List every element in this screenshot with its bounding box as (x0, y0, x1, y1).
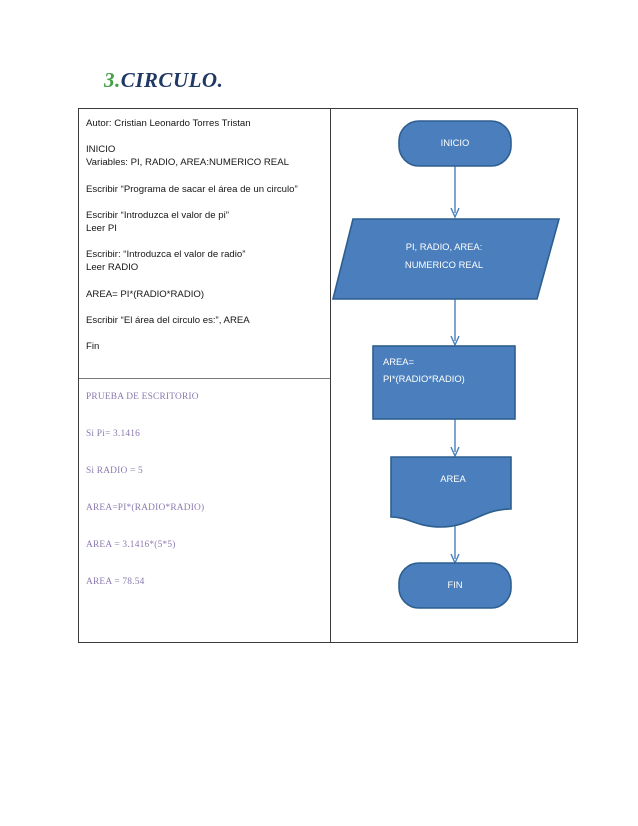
desk-check-heading: PRUEBA DE ESCRITORIO (86, 392, 199, 402)
pseudocode-line: Escribir “Introduzca el valor de pi” (86, 209, 229, 221)
flowchart-node-start[interactable]: INICIO (398, 120, 512, 167)
desk-check-line: Si Pi= 3.1416 (86, 429, 140, 439)
node-label-process-line2: PI*(RADIO*RADIO) (383, 373, 465, 384)
page-title: 3.CIRCULO. (104, 68, 223, 93)
content-table: Autor: Cristian Leonardo Torres Tristan … (78, 108, 578, 643)
terminator-shape-end (398, 562, 512, 609)
table-row-divider (79, 378, 330, 379)
pseudocode-spacer (86, 235, 324, 248)
pseudocode-cell: Autor: Cristian Leonardo Torres Tristan … (79, 109, 330, 378)
arrowhead-output (450, 446, 460, 458)
rectangle-shape-process (372, 345, 516, 420)
pseudocode-spacer (86, 196, 324, 209)
pseudocode-line: Autor: Cristian Leonardo Torres Tristan (86, 118, 251, 129)
pseudocode-line: AREA= PI*(RADIO*RADIO) (86, 288, 205, 300)
parallelogram-shape-declare (331, 218, 561, 300)
flowchart-diagram: INICIO PI, RADIO, AREA: NUMERICO REAL AR… (331, 120, 561, 609)
flowchart-node-declare[interactable]: PI, RADIO, AREA: NUMERICO REAL (331, 218, 561, 300)
pseudocode-spacer (86, 275, 324, 288)
pseudocode-line: Escribir “Programa de sacar el área de u… (86, 183, 298, 195)
pseudocode-spacer (86, 301, 324, 314)
desk-check-line: AREA=PI*(RADIO*RADIO) (86, 503, 205, 513)
desk-check-line: AREA = 3.1416*(5*5) (86, 540, 176, 550)
pseudocode-line: Escribir “El área del circulo es:”, AREA (86, 314, 250, 326)
pseudocode-line: Leer PI (86, 223, 117, 235)
flowchart-node-process[interactable]: AREA= PI*(RADIO*RADIO) (372, 345, 516, 420)
desk-check-cell: PRUEBA DE ESCRITORIO Si Pi= 3.1416 Si RA… (79, 379, 330, 643)
pseudocode-line: Variables: PI, RADIO, AREA:NUMERICO REAL (86, 157, 289, 169)
page-title-word: CIRCULO. (120, 68, 224, 92)
flowchart-node-end[interactable]: FIN (398, 562, 512, 609)
flowchart-connectors (450, 166, 460, 565)
arrowhead-declare (450, 207, 460, 219)
arrowhead-process (450, 335, 460, 347)
pseudocode-line: Leer RADIO (86, 262, 139, 274)
pseudocode-line: INICIO (86, 144, 116, 156)
pseudocode-spacer (86, 170, 324, 183)
flowchart-cell: INICIO PI, RADIO, AREA: NUMERICO REAL AR… (331, 109, 578, 642)
terminator-shape-start (398, 120, 512, 167)
node-label-process-line1: AREA= (383, 356, 415, 367)
pseudocode-line: Fin (86, 341, 100, 353)
desk-check-line: AREA = 78.54 (86, 577, 145, 587)
node-label-end: FIN (447, 579, 462, 590)
flowchart-node-output[interactable]: AREA (390, 456, 512, 528)
node-label-declare-line1: PI, RADIO, AREA: (406, 241, 483, 252)
page-title-number: 3. (104, 68, 121, 92)
desk-check-line: Si RADIO = 5 (86, 466, 143, 476)
pseudocode-spacer (86, 327, 324, 340)
node-label-declare-line2: NUMERICO REAL (405, 259, 483, 270)
document-shape-output (390, 456, 512, 528)
table-column-divider (330, 109, 331, 642)
node-label-output: AREA (440, 473, 466, 484)
pseudocode-spacer (86, 130, 324, 143)
pseudocode-line: Escribir: “Introduzca el valor de radio” (86, 249, 246, 261)
node-label-start: INICIO (441, 137, 470, 148)
